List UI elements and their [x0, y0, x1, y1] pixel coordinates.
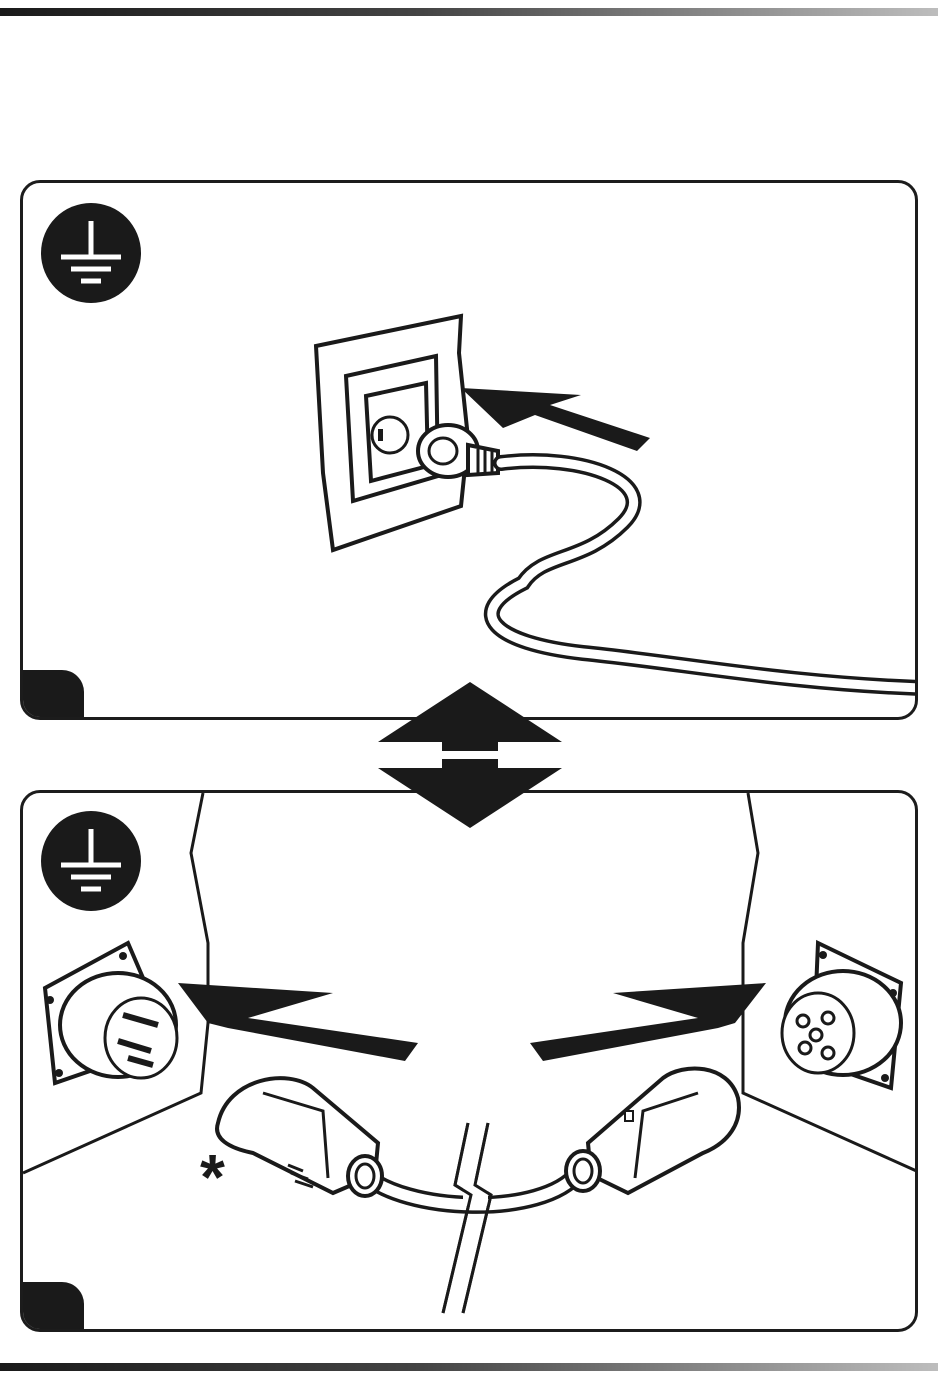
socket-face — [372, 417, 408, 453]
insert-right-arrow — [530, 983, 766, 1061]
bidirectional-swap-arrows-icon — [370, 680, 570, 830]
right-cee-plug — [588, 1068, 739, 1193]
panel-cee-connector — [20, 790, 918, 1332]
insert-left-arrow — [178, 983, 418, 1061]
cee-connector-illustration — [23, 793, 918, 1332]
panel-wall-socket — [20, 180, 918, 720]
insert-direction-arrow — [461, 388, 650, 451]
panel-1-corner-tab — [20, 670, 84, 720]
top-divider — [0, 8, 938, 16]
note-asterisk: * — [200, 1145, 225, 1209]
bottom-divider — [0, 1363, 938, 1371]
power-cable — [492, 461, 918, 688]
panel-2-corner-tab — [20, 1282, 84, 1332]
plug-into-wall-socket-illustration — [23, 183, 918, 720]
